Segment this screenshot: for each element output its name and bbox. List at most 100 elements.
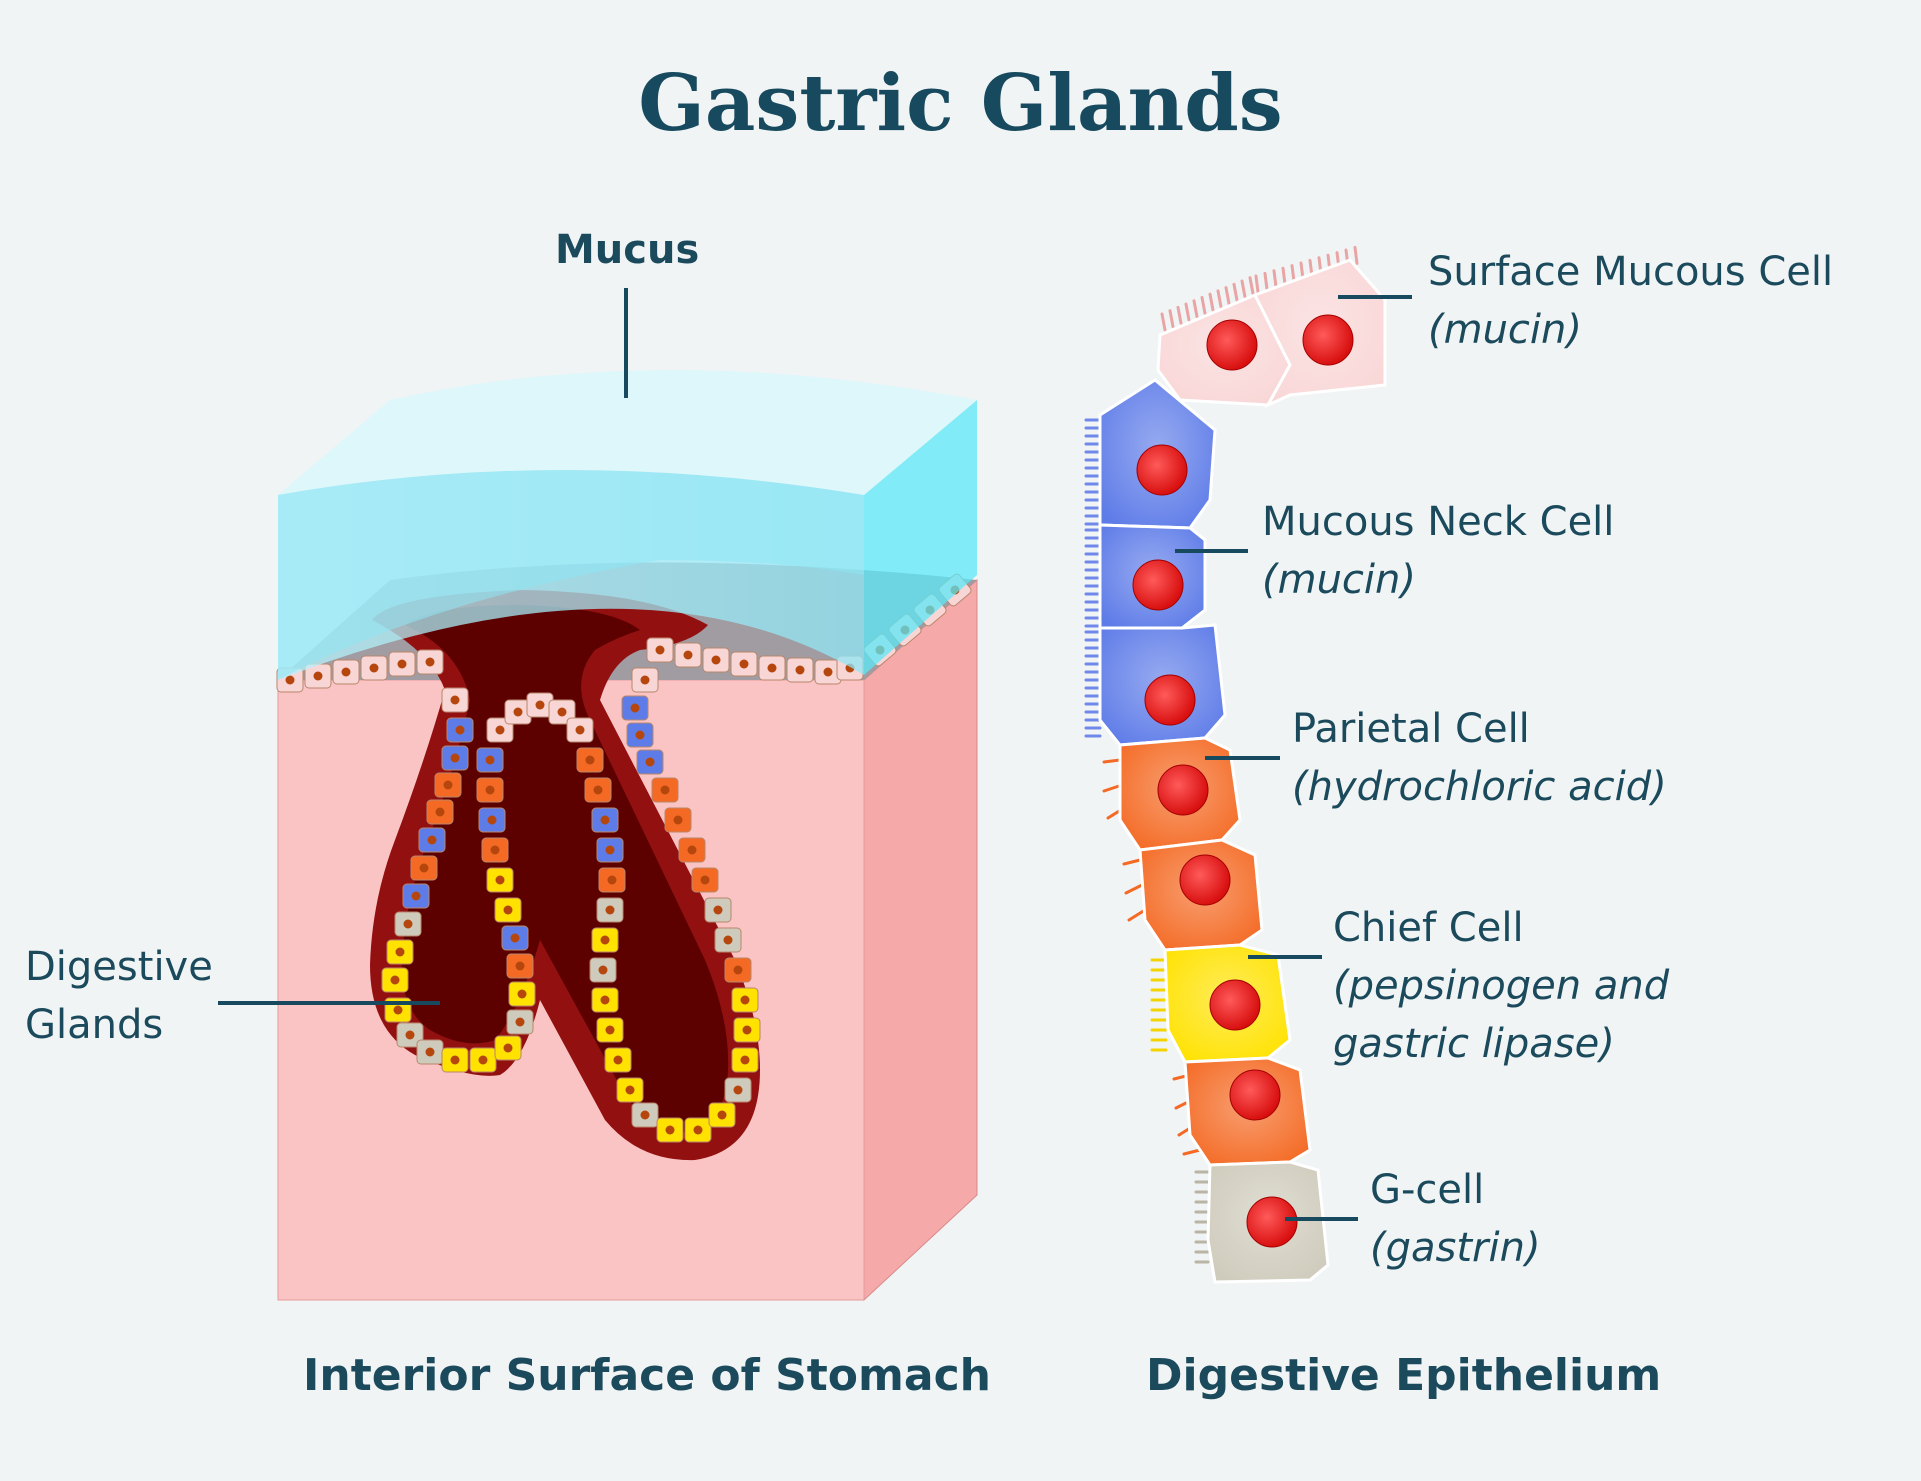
g-cell [1194, 1160, 1330, 1284]
cell-villus [1192, 299, 1199, 319]
lining-cell-nucleus [419, 863, 429, 873]
lining-cell [591, 987, 619, 1013]
label-chief-cell: Chief Cell (pepsinogen and gastric lipas… [1333, 899, 1669, 1073]
lining-cell [786, 657, 814, 683]
lining-cell-nucleus [683, 650, 693, 660]
mucous-neck-cell-a [1084, 378, 1217, 530]
cell-villus [1224, 286, 1231, 306]
mucus-top [278, 370, 977, 495]
digestive-glands-label: Digestive Glands [25, 938, 213, 1054]
lining-cell-nucleus [369, 663, 379, 673]
cell-secretion: (gastrin) [1370, 1225, 1541, 1271]
lining-cell-nucleus [285, 675, 295, 685]
cell-name: Chief Cell [1333, 905, 1524, 951]
lining-cell [441, 745, 469, 771]
lining-cell [631, 667, 659, 693]
lining-cell-nucleus [795, 665, 805, 675]
lining-cell [469, 1047, 497, 1073]
lining-cell-nucleus [425, 1047, 435, 1057]
parietal-cell-b [1122, 838, 1264, 952]
lining-cell-nucleus [717, 1110, 727, 1120]
lining-cell [591, 927, 619, 953]
cell-villus [1240, 279, 1247, 299]
cell-villus [1272, 269, 1278, 289]
cell-villus [1263, 271, 1269, 291]
lining-cell-nucleus [605, 905, 615, 915]
lining-cell-nucleus [630, 703, 640, 713]
cell-secretion-line1: (pepsinogen and [1333, 963, 1670, 1009]
lining-cell-nucleus [723, 935, 733, 945]
mucus-label-text: Mucus [555, 227, 700, 273]
label-parietal-cell: Parietal Cell (hydrochloric acid) [1292, 700, 1667, 816]
lining-cell [596, 837, 624, 863]
lining-cell [446, 717, 474, 743]
cell-villus [1168, 309, 1175, 329]
lining-cell [664, 807, 692, 833]
cell-villus [1232, 282, 1239, 302]
lining-cell-nucleus [515, 961, 525, 971]
lining-cell-nucleus [405, 1030, 415, 1040]
lining-cell-nucleus [487, 815, 497, 825]
glands-label-line2: Glands [25, 1002, 164, 1048]
diagram-title: Gastric Glands [638, 58, 1283, 149]
lining-cell-nucleus [600, 935, 610, 945]
gland-lumen [401, 605, 729, 1132]
lining-cell [476, 777, 504, 803]
cell-villus [1184, 302, 1191, 322]
cell-secretion: (hydrochloric acid) [1292, 764, 1667, 810]
lining-cell-nucleus [655, 645, 665, 655]
parietal-cell-nucleus [1157, 764, 1209, 816]
lining-cell-nucleus [427, 835, 437, 845]
lining-cell [410, 855, 438, 881]
lining-cell [332, 659, 360, 685]
cell-villus [1122, 858, 1142, 866]
lining-cell [386, 939, 414, 965]
mucous-neck-cell-c [1084, 623, 1227, 747]
lining-cell-nucleus [687, 845, 697, 855]
lining-cell [691, 867, 719, 893]
lining-cell-nucleus [598, 965, 608, 975]
lining-cell [596, 897, 624, 923]
lining-cell [576, 747, 604, 773]
lining-cell [494, 897, 522, 923]
lining-cell [506, 953, 534, 979]
lining-cell-nucleus [485, 755, 495, 765]
lining-cell-nucleus [645, 757, 655, 767]
lining-cell [494, 1035, 522, 1061]
label-mucous-neck-cell: Mucous Neck Cell (mucin) [1262, 493, 1614, 609]
stomach-caption: Interior Surface of Stomach [303, 1350, 991, 1401]
lining-cell-nucleus [403, 919, 413, 929]
stomach-block [218, 288, 978, 1302]
lining-cell-nucleus [495, 875, 505, 885]
lining-cell-nucleus [450, 695, 460, 705]
surface-mucous-cell-a [1156, 276, 1292, 407]
lining-cell-nucleus [515, 1017, 525, 1027]
mucous-neck-cell-a-nucleus [1136, 444, 1188, 496]
lining-cell-nucleus [742, 1025, 752, 1035]
lining-cell [506, 1009, 534, 1035]
mucous-neck-cell-b [1084, 523, 1207, 630]
lining-cell-nucleus [450, 1055, 460, 1065]
mucus-label: Mucus [555, 221, 699, 279]
lining-cell-nucleus [733, 1085, 743, 1095]
lining-cell [731, 1047, 759, 1073]
lining-cell-nucleus [613, 1055, 623, 1065]
lining-cell-nucleus [600, 815, 610, 825]
lining-cell [486, 717, 514, 743]
gland-lining-cells [276, 573, 972, 1143]
lining-cell-nucleus [485, 785, 495, 795]
lining-cell [381, 967, 409, 993]
lining-cell [416, 1039, 444, 1065]
cell-villus [1290, 264, 1296, 284]
cell-villus [1124, 883, 1144, 895]
lining-cell [584, 777, 612, 803]
lining-cell [426, 799, 454, 825]
lining-cell [631, 1102, 659, 1128]
lining-cell-nucleus [495, 725, 505, 735]
lining-cell [388, 651, 416, 677]
lining-cell-nucleus [767, 663, 777, 673]
lining-cell [476, 747, 504, 773]
lining-cell-nucleus [450, 753, 460, 763]
lining-cell [486, 867, 514, 893]
lining-cell [360, 655, 388, 681]
